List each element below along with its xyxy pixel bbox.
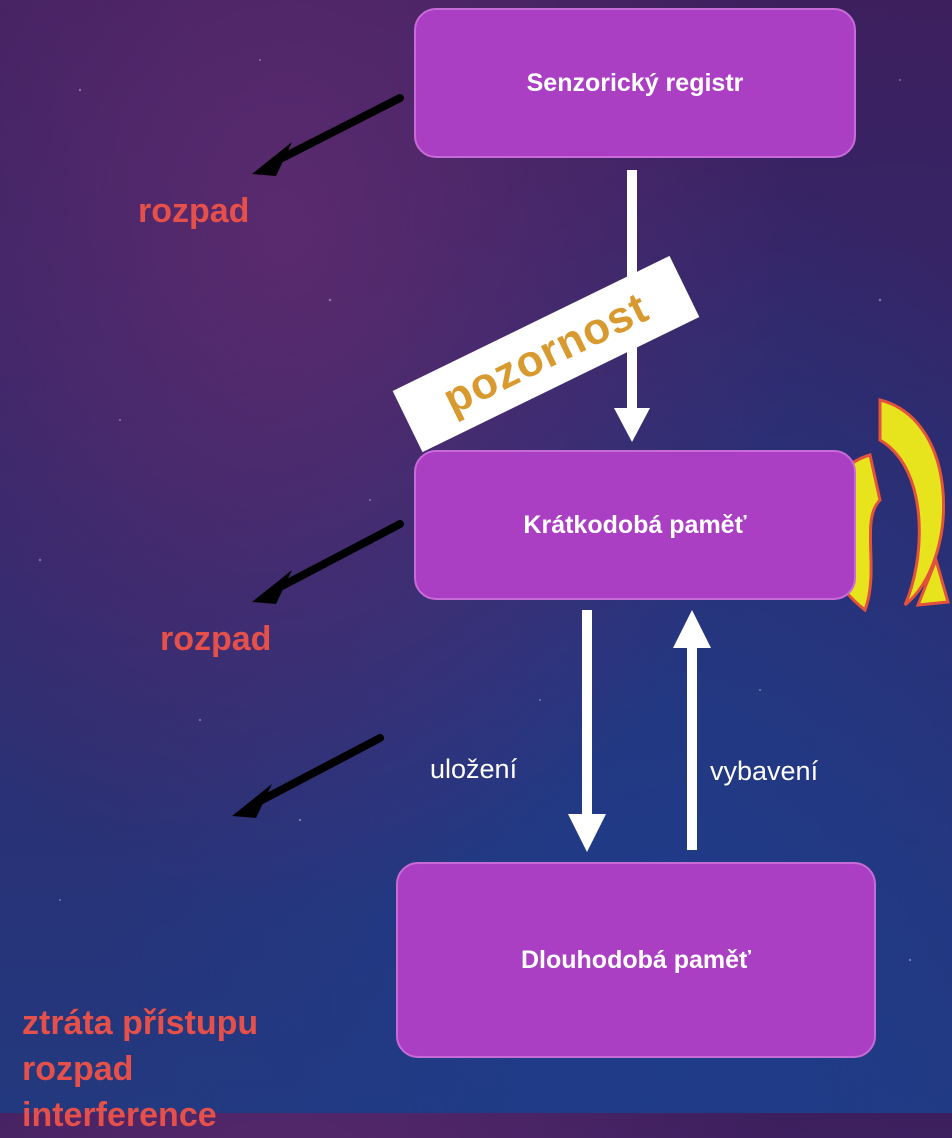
- sensory-register-label: Senzorický registr: [526, 68, 744, 97]
- sensory-register-box: Senzorický registr: [414, 8, 856, 158]
- decay-arrow-long-term: [232, 734, 384, 818]
- decay-arrow-sensory: [252, 94, 404, 176]
- loss-item-interference: interference: [22, 1096, 217, 1134]
- arrow-recall-up: [673, 610, 711, 850]
- loss-item-decay: rozpad: [22, 1050, 134, 1088]
- long-term-loss-list: ztráta přístupu rozpad interference: [22, 1000, 258, 1138]
- long-term-memory-box: Dlouhodobá paměť: [396, 862, 876, 1058]
- recall-label: vybavení: [710, 756, 819, 786]
- short-term-memory-box: Krátkodobá paměť: [414, 450, 856, 600]
- decay-label-sensory: rozpad: [138, 192, 250, 230]
- decay-arrow-short-term: [252, 520, 404, 604]
- long-term-memory-label: Dlouhodobá paměť: [520, 945, 752, 974]
- short-term-memory-label: Krátkodobá paměť: [523, 510, 747, 539]
- decay-label-short-term: rozpad: [160, 620, 272, 658]
- loss-item-access: ztráta přístupu: [22, 1004, 259, 1042]
- store-label: uložení: [430, 754, 518, 784]
- arrow-store-down: [568, 610, 606, 852]
